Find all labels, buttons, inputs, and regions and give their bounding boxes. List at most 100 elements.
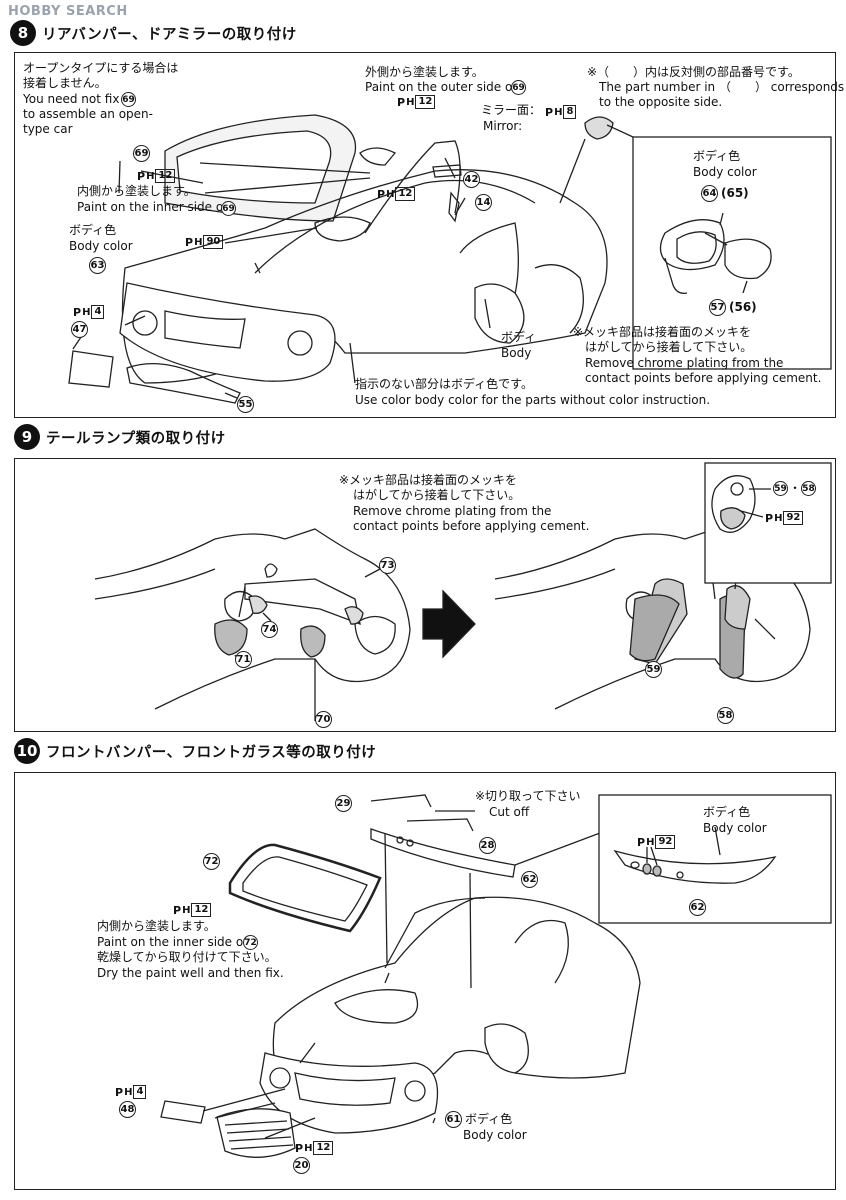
part-72-callout: 72 — [243, 935, 258, 950]
step-8-header: 8 リアバンパー、ドアミラーの取り付け — [10, 20, 297, 46]
open-top-note-jp-2: 接着しません。 — [23, 76, 107, 90]
chrome-note-en-1: Remove chrome plating from the — [585, 356, 784, 370]
step-10-header: 10 フロントバンパー、フロントガラス等の取り付け — [14, 738, 376, 764]
hobby-search-watermark: HOBBY SEARCH — [8, 4, 128, 19]
part-64-callout: 64 — [701, 185, 718, 202]
outer-paint-en: Paint on the outer side of — [365, 80, 517, 94]
part-29-callout: 29 — [335, 795, 352, 812]
inner-paint-jp: 内側から塗装します。 — [77, 184, 196, 198]
part-65-callout: (65) — [721, 186, 749, 200]
opposite-note-en-1: The part number in （ ） corresponds — [599, 80, 845, 94]
part-59-callout: 59 — [645, 661, 662, 678]
step-10-number: 10 — [14, 738, 40, 764]
open-top-note-en-2: to assemble an open- — [23, 107, 153, 121]
opposite-note-en-2: to the opposite side. — [599, 95, 723, 109]
part-55-callout: 55 — [237, 396, 254, 413]
part-28-callout: 28 — [479, 837, 496, 854]
cut-off-jp: ※切り取って下さい — [475, 789, 581, 803]
open-top-note-en-3: type car — [23, 122, 73, 136]
body-color-en: Body color — [463, 1128, 527, 1142]
step-10-drawing — [160, 794, 832, 1158]
paint-number: 92 — [783, 511, 804, 525]
chrome-note-en-2: contact points before applying cement. — [585, 371, 822, 385]
part-48-callout: 48 — [119, 1101, 136, 1118]
open-top-note-jp-1: オープンタイプにする場合は — [23, 61, 179, 75]
step-9-panel: ※メッキ部品は接着面のメッキを はがしてから接着して下さい。 Remove ch… — [14, 458, 836, 732]
part-69-callout: 69 — [221, 201, 236, 216]
step-9-drawing — [94, 462, 832, 721]
part-74-callout: 74 — [261, 621, 278, 638]
body-color-jp: ボディ色 — [69, 223, 117, 237]
step-10-title: フロントバンパー、フロントガラス等の取り付け — [46, 744, 377, 761]
step-9-number: 9 — [14, 424, 40, 450]
paint-number: 12 — [415, 95, 436, 109]
dry-en: Dry the paint well and then fix. — [97, 966, 284, 980]
part-47-callout: 47 — [71, 321, 88, 338]
opposite-note-jp: ※（ ）内は反対側の部品番号です。 — [587, 65, 800, 79]
chrome-note-jp-1: ※メッキ部品は接着面のメッキを — [573, 325, 752, 339]
inner-paint-en: Paint on the inner side of — [77, 200, 228, 214]
part-70-callout: 70 — [315, 711, 332, 728]
step-9-header: 9 テールランプ類の取り付け — [14, 424, 226, 450]
chrome-note-en-1: Remove chrome plating from the — [353, 504, 552, 518]
default-color-jp: 指示のない部分はボディ色です。 — [355, 377, 533, 391]
part-59-callout: 59 — [773, 481, 788, 496]
part-separator: ・ — [789, 481, 802, 495]
inner-paint-en: Paint on the inner side of — [97, 935, 248, 949]
body-color-jp: ボディ色 — [465, 1112, 513, 1126]
part-58-callout: 58 — [801, 481, 816, 496]
part-62-callout: 62 — [521, 871, 538, 888]
step-8-drawing — [68, 114, 832, 404]
paint-number: 90 — [203, 235, 224, 249]
cut-off-en: Cut off — [489, 805, 530, 819]
part-61-callout: 61 — [445, 1111, 462, 1128]
part-56-callout: (56) — [729, 300, 757, 314]
step-9-title: テールランプ類の取り付け — [46, 430, 226, 447]
paint-number: 4 — [91, 305, 105, 319]
paint-number: 12 — [191, 903, 212, 917]
outer-paint-jp: 外側から塗装します。 — [365, 65, 484, 79]
default-color-en: Use color body color for the parts witho… — [355, 393, 711, 407]
chrome-note-jp-2: はがしてから接着して下さい。 — [585, 340, 753, 354]
body-label-en: Body — [501, 346, 532, 360]
step-8-title: リアバンパー、ドアミラーの取り付け — [42, 26, 297, 43]
dry-jp: 乾燥してから取り付けて下さい。 — [97, 950, 277, 964]
part-69-callout: 69 — [511, 80, 526, 95]
part-71-callout: 71 — [235, 651, 252, 668]
inset-body-color-en: Body color — [693, 165, 757, 179]
part-58-callout: 58 — [717, 707, 734, 724]
chrome-note-jp-2: はがしてから接着して下さい。 — [353, 488, 521, 502]
part-63-callout: 63 — [89, 257, 106, 274]
step-8-number: 8 — [10, 20, 36, 46]
inner-paint-jp: 内側から塗装します。 — [97, 919, 216, 933]
part-73-callout: 73 — [379, 557, 396, 574]
paint-number: 12 — [395, 187, 416, 201]
open-top-note-en-1: You need not fix — [23, 92, 120, 106]
paint-number: 92 — [655, 835, 676, 849]
paint-number: 8 — [563, 105, 577, 119]
paint-number: 12 — [313, 1141, 334, 1155]
part-62-callout: 62 — [689, 899, 706, 916]
part-69-callout: 69 — [133, 145, 150, 162]
mirror-face-jp: ミラー面： — [481, 103, 542, 117]
step-8-panel: オープンタイプにする場合は 接着しません。 You need not fix 6… — [14, 52, 844, 418]
chrome-note-en-2: contact points before applying cement. — [353, 519, 590, 533]
body-label-jp: ボディ — [501, 330, 537, 344]
part-57-callout: 57 — [709, 299, 726, 316]
inset-body-color-jp: ボディ色 — [693, 149, 741, 163]
body-color-en: Body color — [69, 239, 133, 253]
paint-number: 4 — [133, 1085, 147, 1099]
paint-number: 12 — [155, 169, 176, 183]
